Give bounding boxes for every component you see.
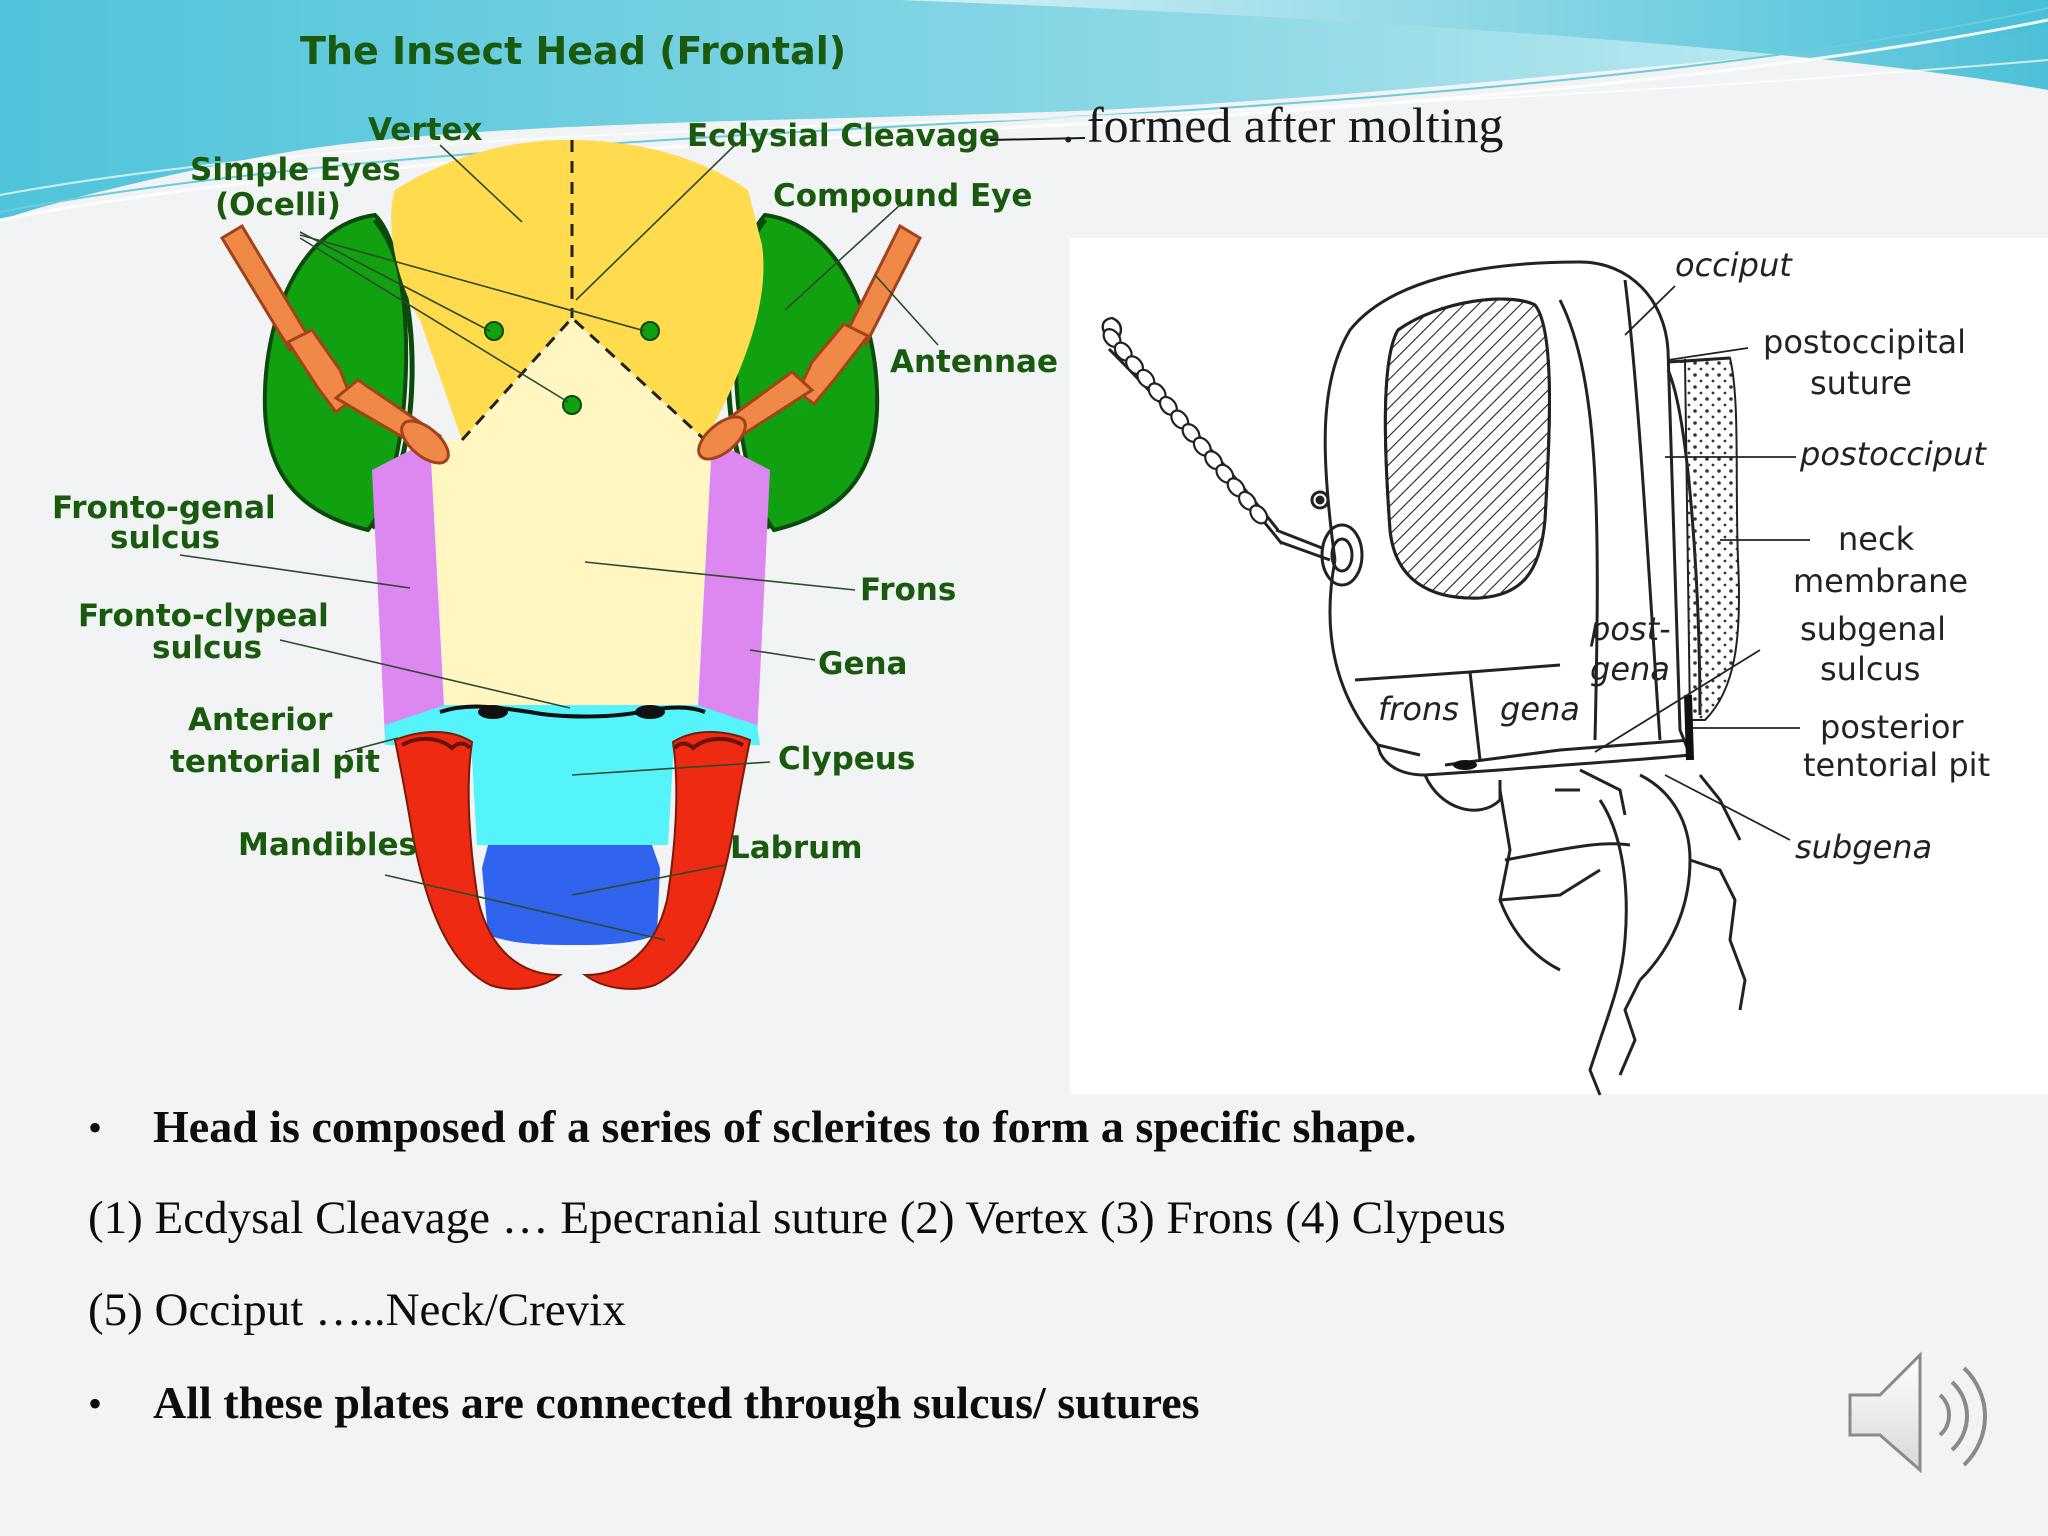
label-fronto-clypeal-sulcus: sulcus [152,630,262,666]
label-postoccipital: postoccipital [1763,323,1966,361]
bullet-4: All these plates are connected through s… [153,1377,1200,1428]
label-gena: Gena [818,646,907,682]
label-anterior-tentorial-pit: tentorial pit [170,744,380,780]
postocciput-region [1679,356,1741,721]
label-mandibles: Mandibles [238,827,417,863]
posterior-tentorial-pit [1684,694,1694,761]
label-lateral-frons: frons [1378,690,1459,728]
label-subgenal: subgenal [1800,610,1946,648]
label-subgena: subgena [1795,828,1932,866]
label-antennae: Antennae [890,344,1058,380]
label-ocelli: (Ocelli) [215,187,341,223]
bullet-3: (5) Occiput …..Neck/Crevix [88,1284,626,1336]
labrum-region [482,845,660,945]
label-postocciput: postocciput [1799,435,1987,473]
clypeus-region [470,725,675,845]
label-ecdysial-cleavage: Ecdysial Cleavage [687,118,1000,154]
label-neck-membrane: membrane [1793,562,1968,600]
label-fronto-genal-sulcus: sulcus [110,520,220,556]
bullet-4-marker: • [88,1381,103,1426]
label-subgenal-sulcus: sulcus [1820,650,1920,688]
label-post-gena-1: post- [1589,610,1671,648]
label-vertex: Vertex [368,112,482,148]
label-clypeus: Clypeus [778,741,915,777]
label-fronto-genal: Fronto-genal [52,490,276,526]
label-frons: Frons [860,572,956,608]
label-postoccipital-suture: suture [1810,364,1912,402]
vertex-region [391,140,764,440]
gena-right [697,440,770,738]
frontal-diagram-title: The Insect Head (Frontal) [300,29,846,73]
speaker-icon[interactable] [1840,1340,2010,1500]
bullet-1: Head is composed of a series of sclerite… [153,1101,1417,1152]
lateral-antenna [1102,328,1269,525]
antenna-segment [1249,504,1269,525]
gena-left [372,440,445,738]
frons-region [430,318,712,705]
ocellus-left [484,321,504,341]
bullet-2: (1) Ecdysal Cleavage … Epecranial suture… [88,1192,1506,1244]
mandible-left [393,731,564,990]
bullet-1-marker: • [88,1105,103,1150]
ocellus-right [640,321,660,341]
mandible-right [581,731,752,990]
label-simple-eyes: Simple Eyes [190,152,401,188]
label-lateral-gena: gena [1500,690,1580,728]
label-anterior: Anterior [188,702,333,738]
label-post-gena-2: gena [1590,650,1670,688]
label-occiput: occiput [1675,246,1793,284]
label-posterior: posterior [1820,708,1964,746]
label-neck: neck [1838,520,1915,558]
label-posterior-tentorial-pit: tentorial pit [1803,746,1990,784]
label-fronto-clypeal: Fronto-clypeal [78,598,329,634]
ocellus-median [562,395,582,415]
label-compound-eye: Compound Eye [773,178,1032,214]
label-labrum: Labrum [730,830,863,866]
molting-annotation: . formed after molting [1062,97,1504,153]
antenna-left [219,223,450,465]
